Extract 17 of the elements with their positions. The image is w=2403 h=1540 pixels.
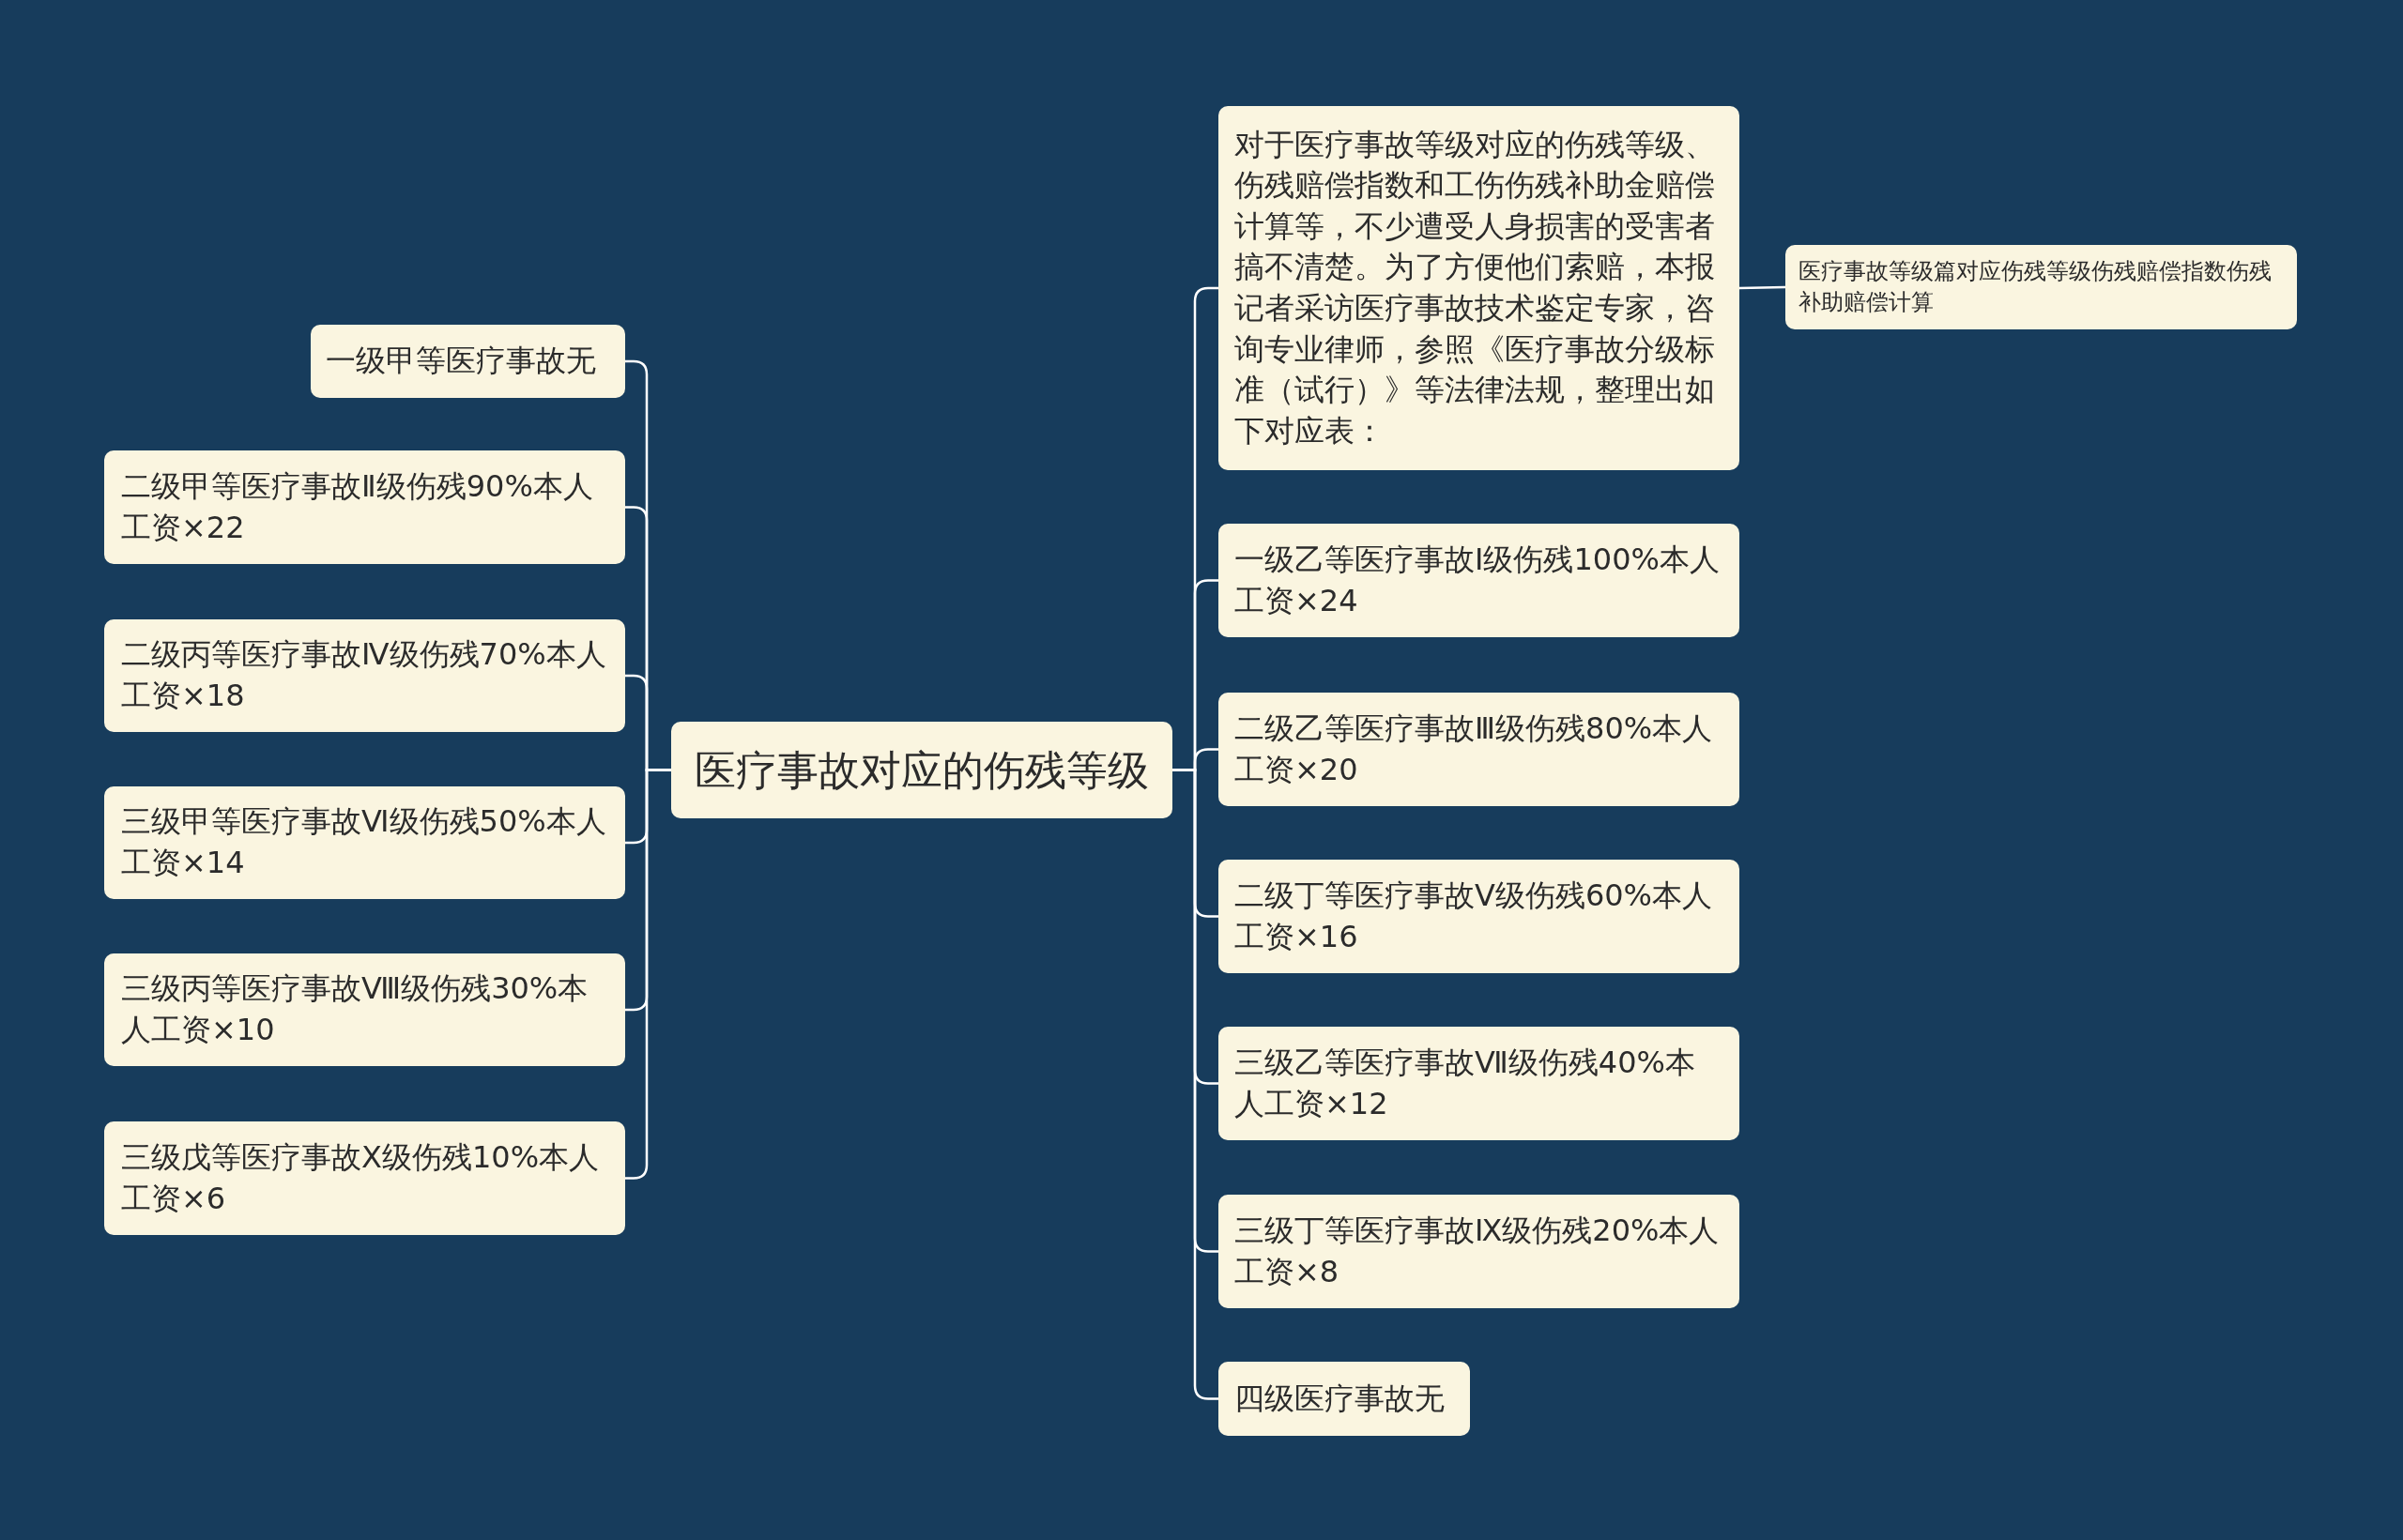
topic-box: 对于医疗事故等级对应的伤残等级、伤残赔偿指数和工伤伤残补助金赔偿计算等，不少遭受人身损害的受害者搞不清楚。为了方便他们索赔，本报记者采访医疗事故技术鉴定专家，咨询专业律师，参照《医疗事故分级标准（试行）》等法律法规，整理出如下对应表：	[1218, 106, 1739, 470]
topic-box: 三级丁等医疗事故Ⅸ级伤残20%本人工资×8	[1218, 1195, 1739, 1308]
topic-box: 二级甲等医疗事故Ⅱ级伤残90%本人工资×22	[104, 450, 625, 564]
central-topic-box: 医疗事故对应的伤残等级	[671, 722, 1172, 818]
topic-box: 二级丙等医疗事故Ⅳ级伤残70%本人工资×18	[104, 619, 625, 732]
topic-box: 四级医疗事故无	[1218, 1362, 1470, 1436]
topic-box: 三级乙等医疗事故Ⅶ级伤残40%本人工资×12	[1218, 1027, 1739, 1140]
topic-box: 二级丁等医疗事故Ⅴ级伤残60%本人工资×16	[1218, 860, 1739, 973]
topic-box: 医疗事故等级篇对应伤残等级伤残赔偿指数伤残补助赔偿计算	[1785, 245, 2297, 329]
topic-box: 一级甲等医疗事故无	[311, 325, 625, 398]
topic-box: 三级丙等医疗事故Ⅷ级伤残30%本人工资×10	[104, 953, 625, 1066]
topic-box: 三级甲等医疗事故Ⅵ级伤残50%本人工资×14	[104, 786, 625, 899]
connector-line	[1738, 285, 1786, 290]
topic-box: 三级戊等医疗事故Ⅹ级伤残10%本人工资×6	[104, 1121, 625, 1235]
topic-box: 二级乙等医疗事故Ⅲ级伤残80%本人工资×20	[1218, 693, 1739, 806]
topic-box: 一级乙等医疗事故Ⅰ级伤残100%本人工资×24	[1218, 524, 1739, 637]
connector-line	[625, 769, 671, 1180]
